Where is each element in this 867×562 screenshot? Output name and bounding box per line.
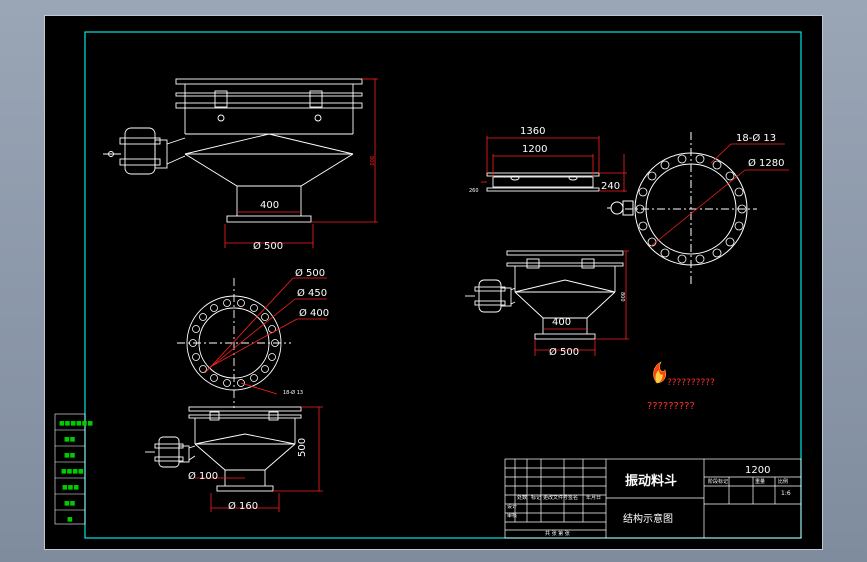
title-header-5: 年月日 [586,494,601,501]
title-header-1: 处数 [517,494,527,501]
scale-header-stage: 阶段标记 [708,478,728,485]
left-tag-6: ■ [67,516,73,523]
large-flange-bolt-holes [635,154,747,264]
top-dim-240: 240 [601,181,620,192]
left-tag-4: ■■■ [62,484,79,491]
cad-drawing: 400 Ø 500 800 Ø 500 Ø 450 [54,31,802,539]
title-row-1: 审核 [507,512,517,519]
small-dim-160: Ø 160 [228,500,258,512]
drawing-title: 振动料斗 [625,473,677,489]
scale-header-ratio: 比例 [778,478,788,485]
title-header-3: 更改文件号 [543,494,568,501]
left-tag-1: ■■ [64,436,76,443]
top-dim-1200: 1200 [522,144,547,155]
right-dim-500: Ø 500 [549,346,579,358]
drawing-spec: 1200 [745,465,770,476]
top-section-dims [481,136,627,192]
large-flange-holes-label: 18-Ø 13 [736,132,776,144]
top-dim-260: 260 [469,188,479,194]
front-dim-400: 400 [260,200,279,211]
small-dim-height: 500 [297,438,308,457]
flange-bolt-holes [189,299,279,387]
drawing-subtitle: 结构示意图 [623,512,673,525]
left-tag-2: ■■ [64,452,76,459]
title-block [504,458,802,539]
large-flange-dim-1280: Ø 1280 [748,157,785,169]
drawing-sheet: 400 Ø 500 800 Ø 500 Ø 450 [44,15,823,550]
drawing-scale: 1:6 [781,490,791,497]
top-dim-1360: 1360 [520,126,545,137]
top-section-view [486,172,600,192]
title-sheet-info: 共 张 第 张 [545,530,570,537]
title-row-0: 设计 [507,503,517,510]
flange-dim-400: Ø 400 [299,307,329,319]
flange-holes-label: 18-Ø 13 [283,389,303,396]
small-elevation-view [145,406,302,492]
left-tag-5: ■■ [64,500,76,507]
left-tag-0: ■■■■■■ [59,420,93,427]
flange-dim-500: Ø 500 [295,267,325,279]
right-elevation-view [465,250,624,340]
left-tag-strip [54,413,86,525]
front-dim-500: Ø 500 [253,240,283,252]
front-elevation-view [103,78,363,223]
title-header-0: 标记 [531,494,541,501]
front-dim-height: 800 [368,156,374,166]
logo-line-1: ?????????? [667,378,715,388]
front-elevation-dims [224,78,378,248]
logo-line-2: ????????? [647,401,695,412]
flange-plan-dims [204,277,327,395]
large-flange-dims [650,143,789,247]
flange-dim-450: Ø 450 [297,287,327,299]
flame-logo-icon [653,361,667,384]
scale-header-weight: 重量 [755,478,765,485]
title-header-4: 签名 [568,494,578,501]
small-elevation-dims [195,406,323,512]
flange-plan-view [177,278,291,408]
large-flange-view [607,132,757,284]
right-dim-400: 400 [552,317,571,328]
right-dim-height: 800 [619,292,625,302]
right-elevation-dims [534,250,629,356]
left-tag-3: ■■■■ [61,468,84,475]
inner-border [84,31,802,539]
small-dim-100: Ø 100 [188,470,218,482]
